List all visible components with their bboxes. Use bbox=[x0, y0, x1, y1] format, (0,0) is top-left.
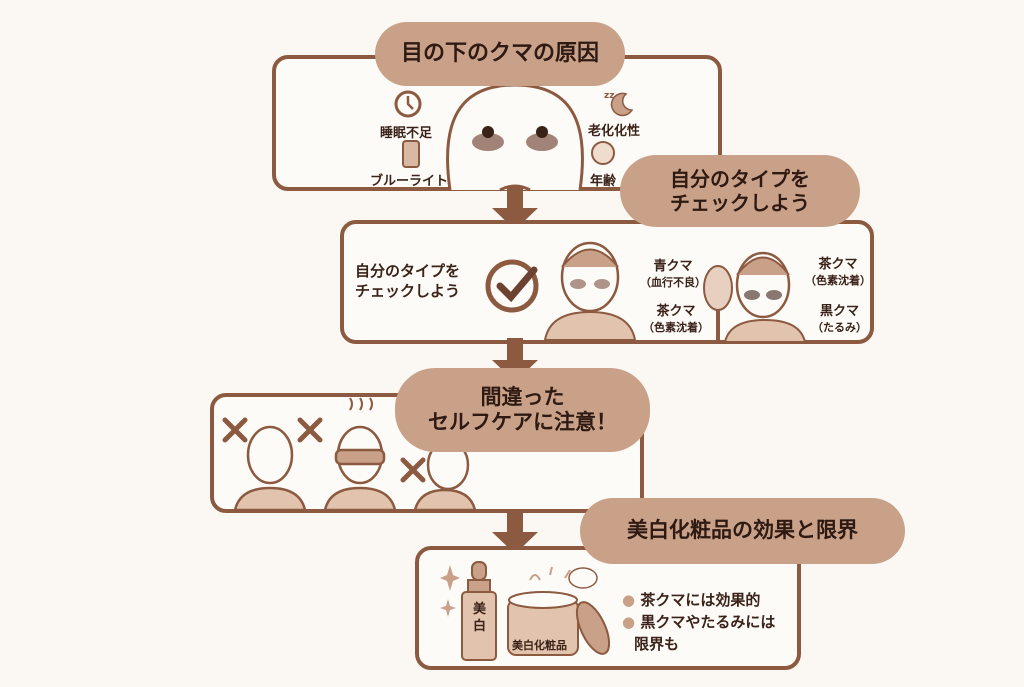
jar-label: 美白化粧品 bbox=[512, 639, 567, 652]
type-check-label: 自分のタイプをチェックしよう bbox=[355, 262, 460, 301]
sparkle-icon bbox=[440, 565, 460, 617]
type-blue-kuma: 青クマ （血行不良） bbox=[640, 255, 706, 290]
moon-sleep-icon: zz bbox=[604, 91, 634, 117]
type-check-label-line2: チェックしよう bbox=[355, 281, 461, 300]
checkmark-icon bbox=[485, 259, 539, 313]
type-brown-kuma-2: 茶クマ （色素沈着） bbox=[805, 253, 871, 288]
elderly-face-icon bbox=[591, 141, 615, 165]
svg-text:zz: zz bbox=[604, 91, 614, 101]
woman-with-mirror-illustration bbox=[703, 251, 807, 343]
type-name: 黒クマ bbox=[819, 304, 859, 319]
type-check-title-bubble: 自分のタイプをチェックしよう bbox=[620, 155, 860, 227]
bullet-text: 黒クマやたるみには bbox=[640, 612, 776, 631]
bullet-item: ● 茶クマには効果的 bbox=[622, 591, 761, 609]
bullet-list: ● 茶クマには効果的 ● 黒クマやたるみには 限界も bbox=[622, 590, 775, 655]
clock-icon bbox=[394, 90, 422, 118]
type-check-label-line1: 自分のタイプを bbox=[355, 262, 461, 280]
cause-blue-light: ブルーライト bbox=[370, 174, 449, 189]
type-name: 青クマ bbox=[653, 259, 693, 274]
wrong-selfcare-title-bubble: 間違ったセルフケアに注意！ bbox=[395, 368, 650, 452]
causes-title-bubble: 目の下のクマの原因 bbox=[375, 22, 625, 86]
down-arrow-icon bbox=[492, 510, 538, 554]
bullet-item: ● 黒クマやたるみには bbox=[622, 612, 776, 631]
type-cause: （血行不良） bbox=[640, 276, 706, 289]
type-check-title-line1: 自分のタイプを bbox=[670, 167, 810, 191]
bullet-text: 茶クマには効果的 bbox=[640, 591, 761, 609]
whitening-title-bubble: 美白化粧品の効果と限界 bbox=[580, 498, 905, 564]
serum-bottle-icon bbox=[461, 561, 497, 661]
down-arrow-icon bbox=[492, 186, 538, 230]
type-name: 茶クマ bbox=[818, 257, 858, 272]
cream-jar-icon bbox=[507, 566, 611, 656]
type-brown-kuma: 茶クマ （色素沈着） bbox=[643, 300, 709, 335]
type-check-title-line2: チェックしよう bbox=[670, 191, 810, 215]
cause-aging: 老化化性 bbox=[588, 124, 641, 139]
tired-face-illustration bbox=[446, 83, 584, 192]
wrong-selfcare-title-line2: セルフケアに注意！ bbox=[428, 410, 617, 434]
wrong-selfcare-title-line1: 間違った bbox=[480, 384, 565, 409]
type-cause: （色素沈着） bbox=[643, 321, 709, 334]
woman-illustration bbox=[543, 241, 637, 341]
bullet-text: 限界も bbox=[634, 634, 680, 653]
smartphone-icon bbox=[402, 140, 420, 168]
type-name: 茶クマ bbox=[656, 304, 696, 319]
causes-title: 目の下のクマの原因 bbox=[400, 40, 599, 66]
wrong-care-illustrations bbox=[222, 397, 477, 512]
type-cause: （たるみ） bbox=[812, 321, 867, 334]
type-black-kuma: 黒クマ （たるみ） bbox=[812, 300, 867, 335]
bullet-item-continued: 限界も bbox=[622, 634, 775, 656]
cause-sleep: 睡眠不足 bbox=[380, 126, 433, 141]
type-cause: （色素沈着） bbox=[805, 274, 871, 287]
whitening-title: 美白化粧品の効果と限界 bbox=[627, 518, 858, 543]
cause-age: 年齢 bbox=[590, 174, 617, 189]
bottle-label: 美白 bbox=[473, 602, 487, 634]
